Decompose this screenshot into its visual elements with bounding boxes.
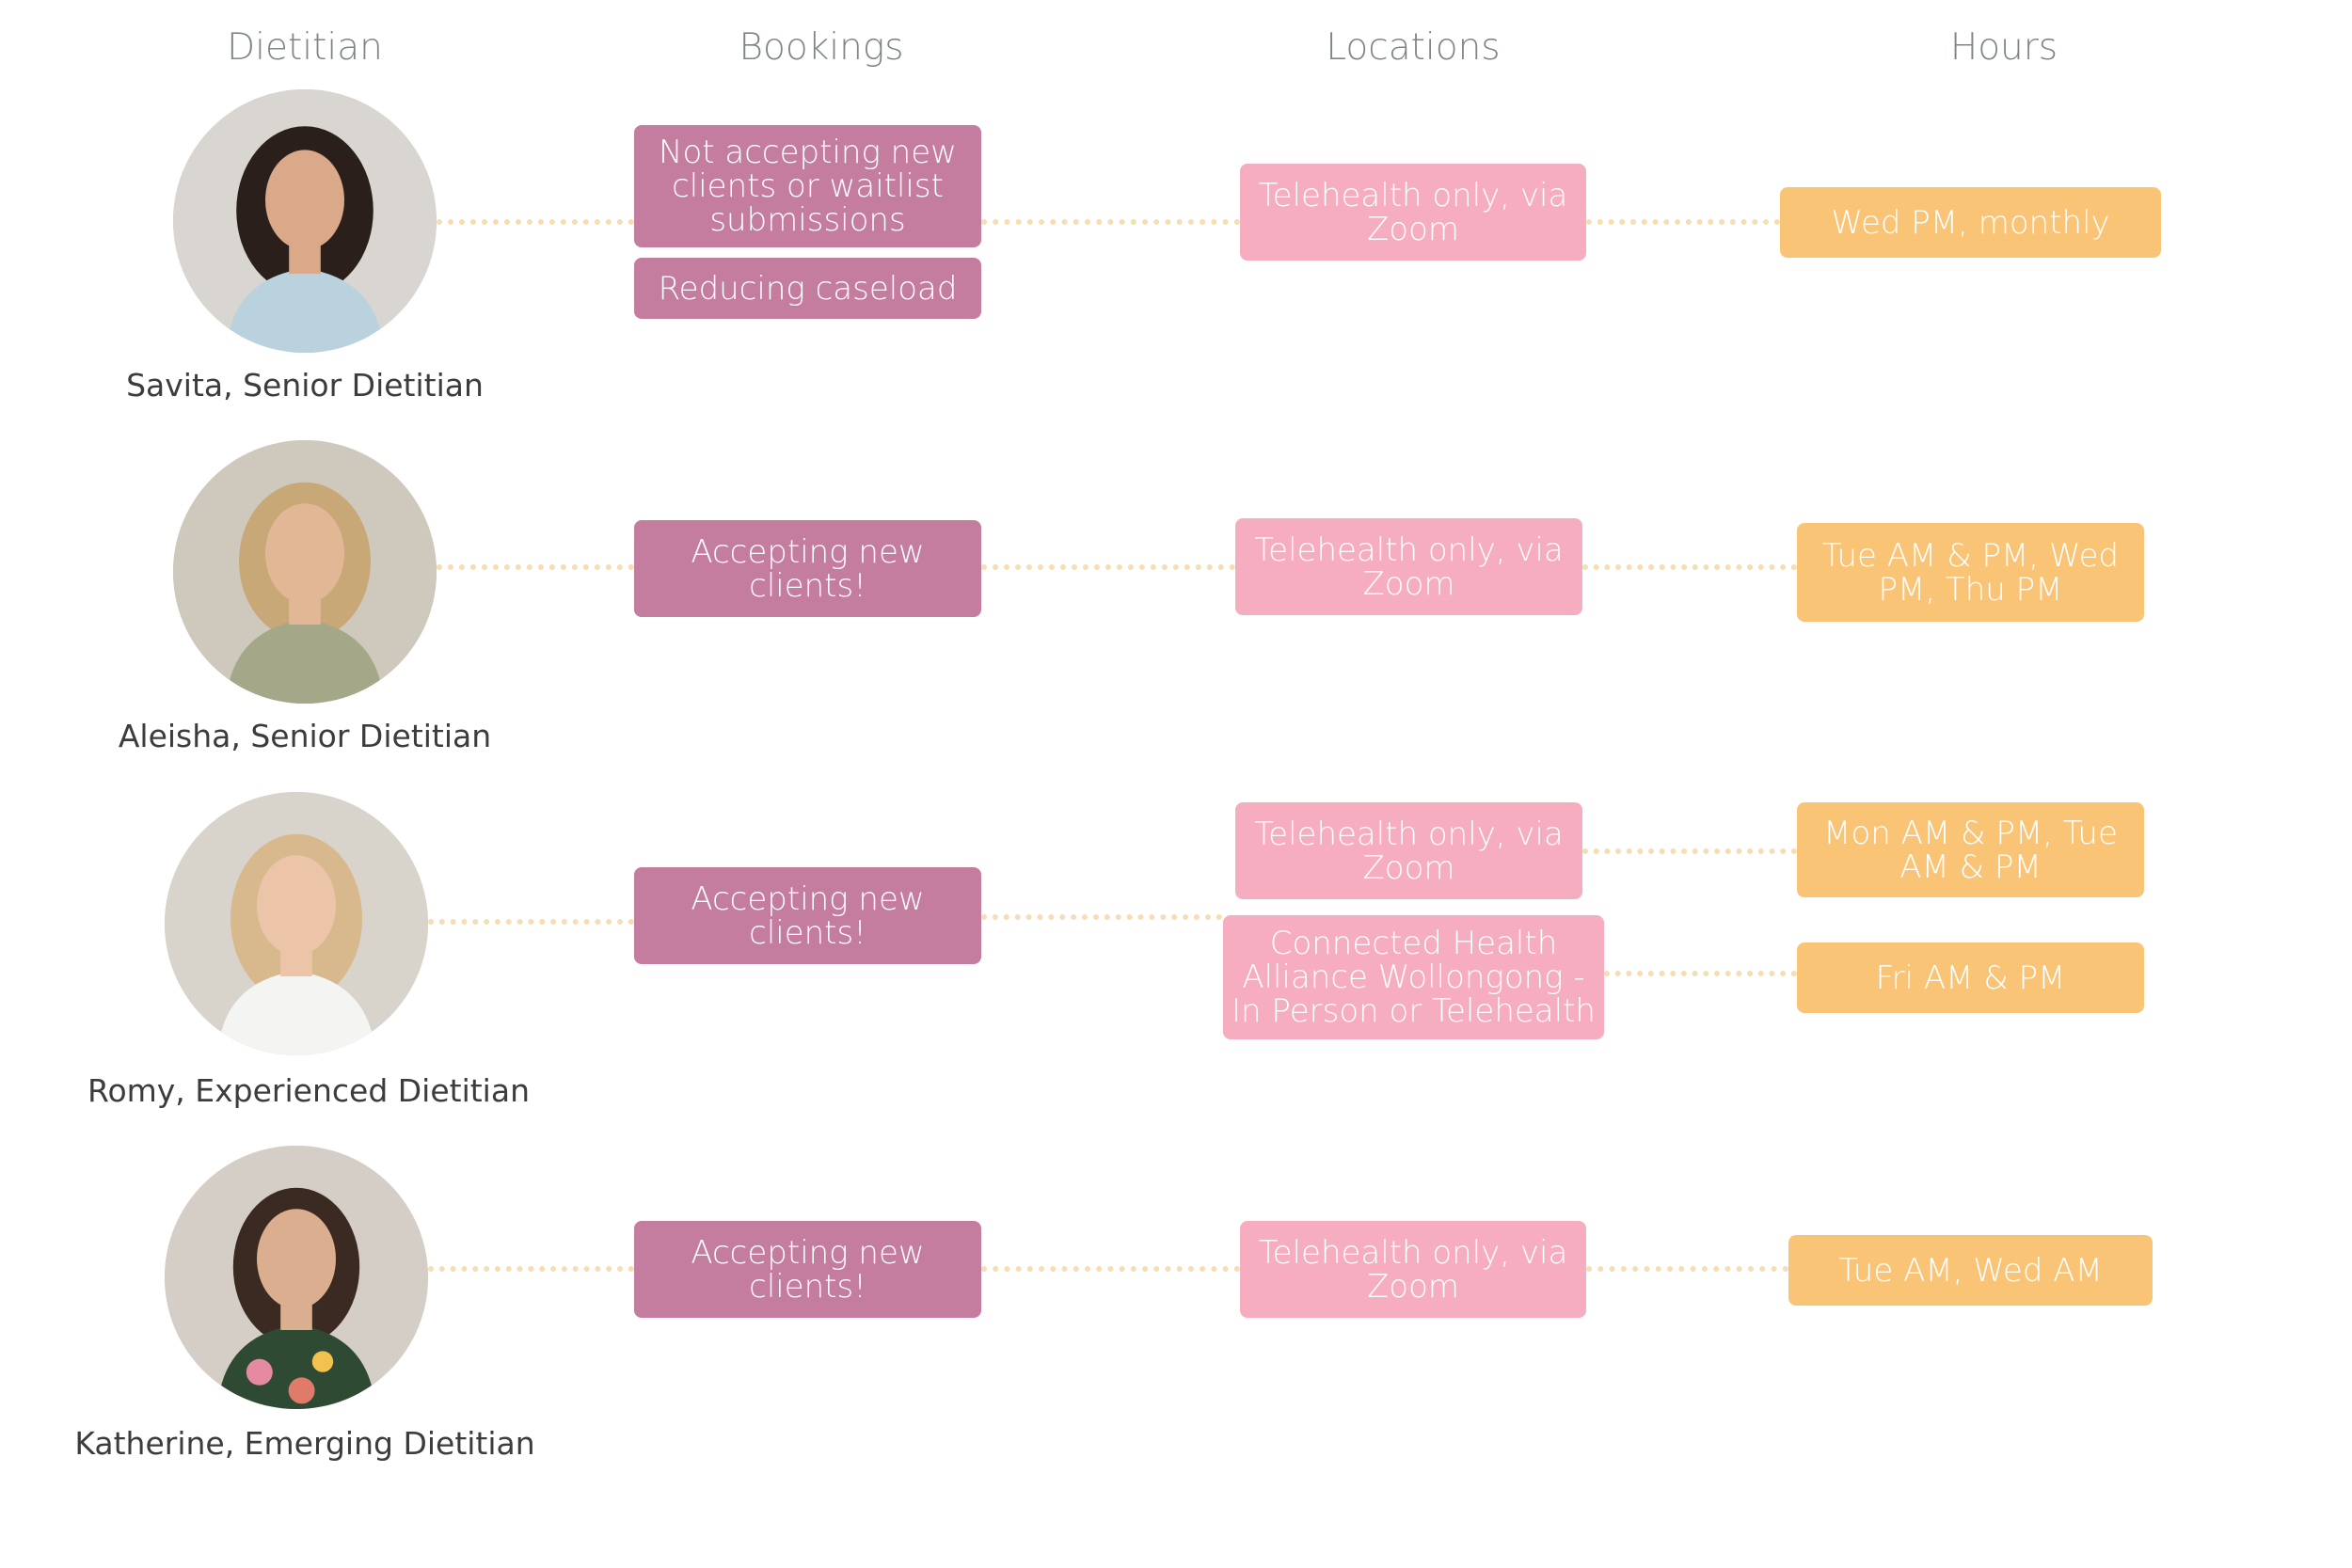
connector-line xyxy=(1582,848,1797,854)
dietitian-name: Aleisha, Senior Dietitian xyxy=(118,718,492,754)
header-locations: Locations xyxy=(1326,26,1501,69)
connector-line xyxy=(981,1266,1240,1272)
connector-line xyxy=(428,1266,634,1272)
portrait-icon xyxy=(173,89,437,353)
booking-status: Accepting new clients! xyxy=(634,867,981,964)
location-box: Telehealth only, via Zoom xyxy=(1240,164,1586,261)
location-box: Connected Health Alliance Wollongong - I… xyxy=(1223,915,1604,1039)
connector-line xyxy=(437,564,634,570)
connector-line xyxy=(1582,564,1797,570)
location-box: Telehealth only, via Zoom xyxy=(1235,802,1582,899)
connector-line xyxy=(437,219,634,225)
booking-status: Accepting new clients! xyxy=(634,520,981,617)
hours-box: Wed PM, monthly xyxy=(1780,187,2161,258)
connector-line xyxy=(1586,1266,1788,1272)
connector-line xyxy=(981,914,1222,920)
connector-line xyxy=(981,564,1235,570)
booking-status: Reducing caseload xyxy=(634,258,981,319)
location-box: Telehealth only, via Zoom xyxy=(1235,518,1582,615)
avatar-katherine xyxy=(165,1146,428,1409)
hours-box: Tue AM & PM, Wed PM, Thu PM xyxy=(1797,523,2144,622)
dietitian-name: Katherine, Emerging Dietitian xyxy=(74,1425,535,1462)
avatar-aleisha xyxy=(173,440,437,704)
hours-box: Fri AM & PM xyxy=(1797,942,2144,1013)
booking-status: Accepting new clients! xyxy=(634,1221,981,1318)
avatar-savita xyxy=(173,89,437,353)
header-hours: Hours xyxy=(1949,26,2058,69)
header-dietitian: Dietitian xyxy=(227,26,383,69)
portrait-icon xyxy=(173,440,437,704)
avatar-romy xyxy=(165,792,428,1055)
connector-line xyxy=(1604,971,1797,976)
connector-line xyxy=(1586,219,1780,225)
location-box: Telehealth only, via Zoom xyxy=(1240,1221,1586,1318)
header-bookings: Bookings xyxy=(739,26,904,69)
hours-box: Mon AM & PM, Tue AM & PM xyxy=(1797,802,2144,897)
hours-box: Tue AM, Wed AM xyxy=(1788,1235,2153,1306)
booking-status: Not accepting new clients or waitlist su… xyxy=(634,125,981,247)
connector-line xyxy=(428,919,634,925)
portrait-icon xyxy=(165,792,428,1055)
dietitian-name: Romy, Experienced Dietitian xyxy=(87,1072,530,1109)
connector-line xyxy=(981,219,1240,225)
portrait-icon xyxy=(165,1146,428,1409)
dietitian-name: Savita, Senior Dietitian xyxy=(126,367,484,404)
